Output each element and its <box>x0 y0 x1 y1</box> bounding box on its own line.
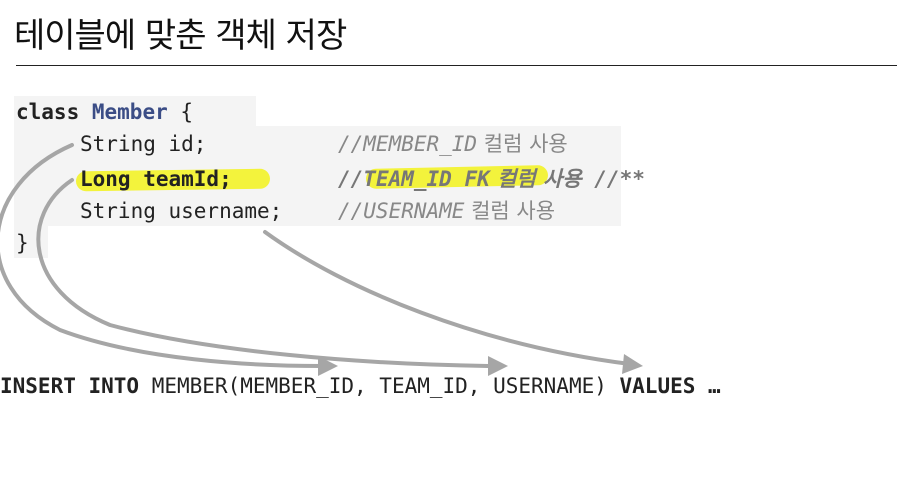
code-line-close-brace: } <box>16 229 29 257</box>
code-bg-line-0 <box>14 96 256 126</box>
sql-table-columns: MEMBER(MEMBER_ID, TEAM_ID, USERNAME) <box>139 374 620 398</box>
username-comment-kr: 컬럼 사용 <box>464 199 556 223</box>
team-id-comment-slashes: // <box>338 167 364 191</box>
code-comment-team-id-fk: //TEAM_ID FK 컬럼 사용 //** <box>338 165 645 193</box>
code-line-id-field: String id; <box>80 130 206 158</box>
code-bg-line-4 <box>14 226 48 258</box>
team-id-comment-kr: 컬럼 사용 <box>489 167 582 191</box>
username-comment: //USERNAME <box>338 199 465 223</box>
slide-title: 테이블에 맞춘 객체 저장 <box>14 16 347 56</box>
team-id-comment-tail: //** <box>581 167 645 191</box>
teamid-field-declaration: Long teamId; <box>80 167 232 191</box>
class-name: Member <box>91 100 168 124</box>
code-comment-member-id: //MEMBER_ID 컬럼 사용 <box>338 130 568 158</box>
code-line-username-field: String username; <box>80 197 282 225</box>
close-brace: } <box>16 231 29 255</box>
arrow-username-to-username <box>263 230 632 366</box>
sql-insert-keyword: INSERT INTO <box>0 374 140 398</box>
arrow-head-member-id <box>318 356 338 376</box>
arrow-head-username <box>622 354 643 374</box>
code-line-class-decl: class Member { <box>16 98 193 126</box>
username-field-declaration: String username; <box>80 199 283 223</box>
code-line-teamid-field: Long teamId; <box>80 165 232 193</box>
sql-insert-statement: INSERT INTO MEMBER(MEMBER_ID, TEAM_ID, U… <box>0 372 721 400</box>
id-field-declaration: String id; <box>80 132 207 156</box>
arrow-head-team-id <box>488 356 508 376</box>
team-id-fk-comment: TEAM_ID FK <box>363 167 490 191</box>
member-id-comment: //MEMBER_ID <box>338 132 478 156</box>
title-divider <box>16 65 897 66</box>
sql-values-keyword: VALUES … <box>619 374 721 398</box>
open-brace: { <box>167 100 194 124</box>
arrow-id-to-member-id <box>0 143 324 368</box>
code-comment-username: //USERNAME 컬럼 사용 <box>338 197 555 225</box>
arrow-teamid-to-team-id <box>36 178 490 368</box>
class-keyword: class <box>16 100 80 124</box>
member-id-comment-kr: 컬럼 사용 <box>477 132 568 156</box>
